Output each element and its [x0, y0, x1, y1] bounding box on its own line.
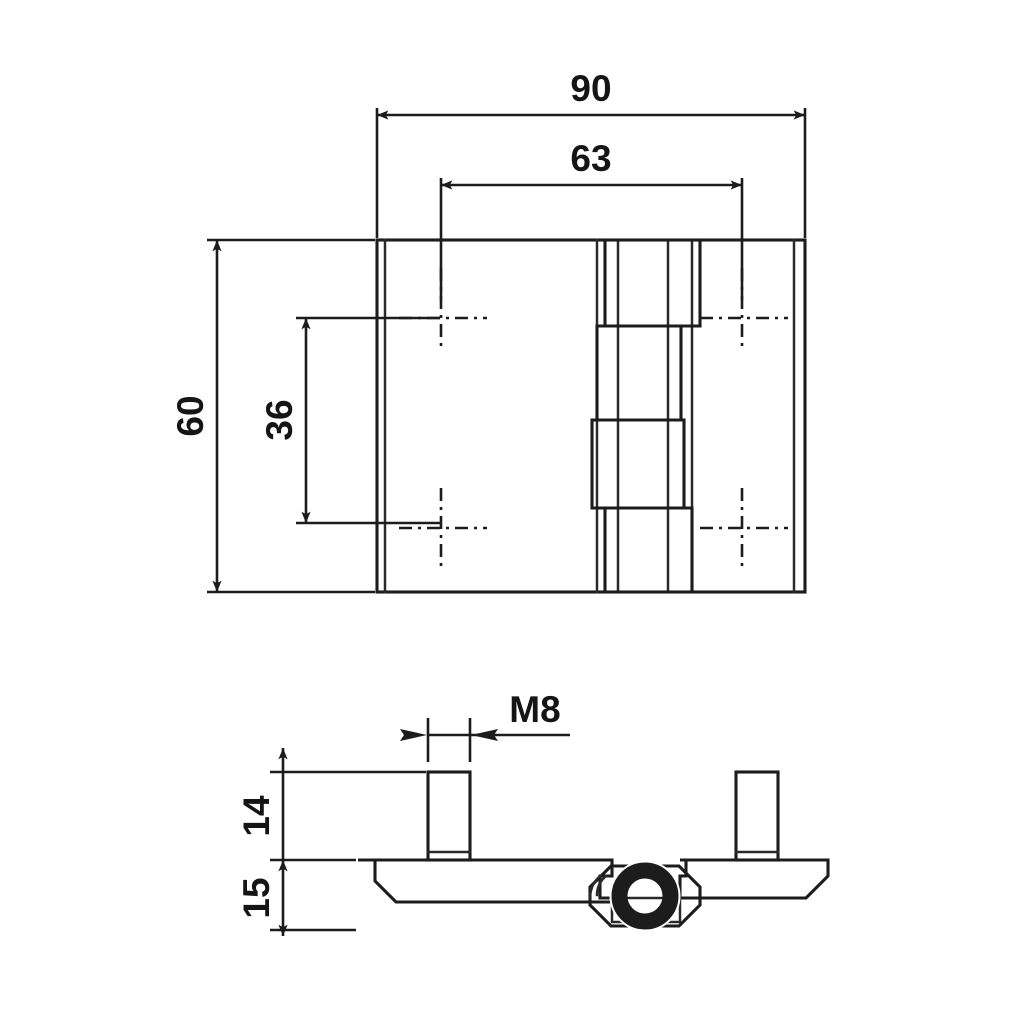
pivot-knuckle-arc-inner [595, 874, 608, 897]
stud-left [426, 770, 472, 862]
pivot-bore-wall [610, 861, 680, 931]
knuckle-segment-3 [590, 418, 686, 510]
m8-arrow-left [400, 729, 427, 741]
hole-mark-top-left [399, 268, 487, 348]
side-left-leaf [358, 858, 614, 904]
dimension-90-label: 90 [570, 68, 611, 109]
m8-arrow-right [471, 729, 498, 741]
knuckle-segment-4 [603, 506, 694, 594]
knuckle-segment-1 [603, 238, 702, 328]
hole-mark-bottom-right [700, 488, 788, 568]
hinge-knuckle-group [590, 238, 702, 594]
dimension-15: 15 [236, 859, 356, 937]
pivot-bore-outer-gap [609, 860, 681, 932]
dimension-14: 14 [236, 747, 426, 862]
dimension-M8: M8 [400, 689, 570, 762]
plan-view-group: 90 63 60 36 [170, 68, 807, 594]
dimension-36: 36 [259, 316, 440, 525]
dimension-15-label: 15 [236, 877, 277, 918]
hole-mark-top-right [700, 268, 788, 348]
side-view-group: M8 14 15 [236, 689, 830, 937]
dimension-63: 63 [439, 138, 744, 300]
hole-mark-bottom-left [399, 488, 487, 568]
side-leaf-lower-web [610, 896, 682, 924]
stud-right [734, 770, 780, 862]
dimension-36-label: 36 [259, 399, 300, 440]
dimension-M8-label: M8 [509, 689, 560, 730]
dimension-60: 60 [170, 238, 375, 594]
dimension-90: 90 [375, 68, 807, 238]
dimension-60-label: 60 [170, 395, 211, 436]
side-right-leaf [678, 858, 830, 900]
hole-center-marks [399, 268, 788, 568]
dimension-63-label: 63 [570, 138, 611, 179]
dimension-14-label: 14 [236, 795, 277, 837]
pivot-knuckle-arc-outer [588, 874, 602, 900]
plan-body-outline [375, 238, 807, 594]
